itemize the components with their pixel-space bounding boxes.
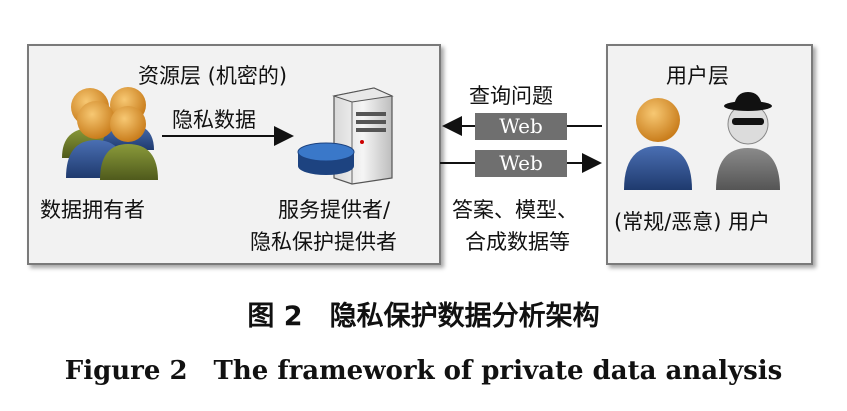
- provider-label-line1: 服务提供者/: [278, 198, 391, 222]
- user-layer-title: 用户层: [666, 64, 729, 88]
- caption-english: Figure 2 The framework of private data a…: [64, 356, 783, 386]
- database-icon: [297, 142, 355, 175]
- spy-user-icon: [716, 92, 780, 190]
- answer-label-line2: 合成数据等: [465, 230, 570, 254]
- private-data-label: 隐私数据: [172, 108, 256, 132]
- data-owner-group-icon: [62, 87, 158, 180]
- data-owner-label: 数据拥有者: [40, 198, 145, 222]
- answer-label-line1: 答案、模型、: [452, 198, 578, 222]
- query-label: 查询问题: [469, 84, 553, 108]
- user-label: (常规/恶意) 用户: [614, 210, 771, 234]
- resource-layer-title: 资源层 (机密的): [138, 64, 288, 88]
- web-box-bottom: Web: [475, 150, 567, 177]
- caption-chinese: 图 2 隐私保护数据分析架构: [247, 301, 600, 332]
- provider-label-line2: 隐私保护提供者: [250, 230, 397, 254]
- user-icon: [624, 98, 692, 190]
- web-box-top: Web: [475, 113, 567, 140]
